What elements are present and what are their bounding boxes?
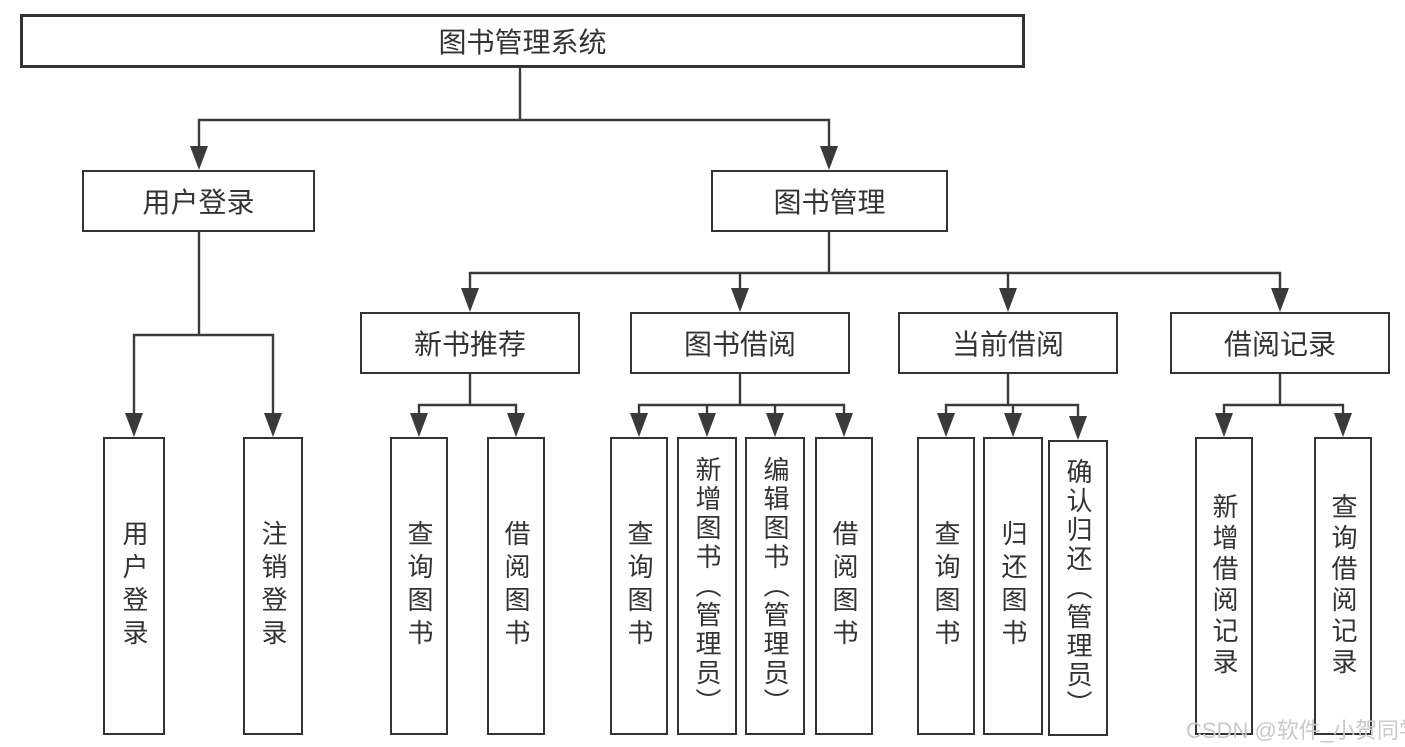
arrowhead xyxy=(461,288,479,312)
leaf-add-borrow-record: 新增借阅记录 xyxy=(1195,437,1253,735)
node-library-management-system: 图书管理系统 xyxy=(20,14,1025,68)
leaf-label: 归还图书 xyxy=(998,520,1028,652)
leaf-confirm-return-admin: 确认归还（管理员） xyxy=(1048,440,1108,736)
leaf-label: 查询图书 xyxy=(624,520,654,652)
arrowhead xyxy=(190,146,208,170)
leaf-query-books-current: 查询图书 xyxy=(917,437,975,735)
leaf-label: 注销登录 xyxy=(258,520,288,652)
node-label: 用户登录 xyxy=(142,187,255,218)
leaf-user-login: 用户登录 xyxy=(103,437,165,735)
arrowhead xyxy=(1271,288,1289,312)
leaf-label: 查询图书 xyxy=(931,520,961,652)
leaf-label: 查询图书 xyxy=(404,520,434,652)
leaf-label: 确认归还（管理员） xyxy=(1063,457,1093,719)
arrowhead xyxy=(698,413,716,437)
connector-book-management-children xyxy=(461,232,1289,312)
arrowhead xyxy=(630,413,648,437)
csdn-watermark: CSDN @软件_小贺同学 xyxy=(1186,718,1405,743)
node-label: 新书推荐 xyxy=(413,329,526,360)
arrowhead xyxy=(264,413,282,437)
node-user-login-module: 用户登录 xyxy=(82,170,315,232)
arrowhead xyxy=(835,413,853,437)
node-current-borrow: 当前借阅 xyxy=(898,312,1118,374)
leaf-query-books-recommend: 查询图书 xyxy=(390,437,448,735)
leaf-label: 借阅图书 xyxy=(501,520,531,652)
arrowhead xyxy=(410,413,428,437)
connector-new-book-recommend-children xyxy=(410,374,525,437)
arrowhead xyxy=(1215,413,1233,437)
leaf-label: 查询借阅记录 xyxy=(1328,493,1358,679)
node-borrow-record: 借阅记录 xyxy=(1170,312,1390,374)
node-book-borrow: 图书借阅 xyxy=(630,312,850,374)
leaf-logout: 注销登录 xyxy=(243,437,303,735)
leaf-add-book-admin: 新增图书（管理员） xyxy=(677,437,737,735)
arrowhead xyxy=(1004,413,1022,437)
leaf-label: 借阅图书 xyxy=(829,520,859,652)
node-new-book-recommend: 新书推荐 xyxy=(360,312,580,374)
arrowhead xyxy=(820,146,838,170)
leaf-edit-book-admin: 编辑图书（管理员） xyxy=(745,437,805,735)
connector-root-to-level2 xyxy=(190,68,838,170)
leaf-query-borrow-record: 查询借阅记录 xyxy=(1314,437,1372,735)
connector-user-login-children xyxy=(125,232,282,437)
leaf-query-books-borrow: 查询图书 xyxy=(610,437,668,735)
node-label: 图书管理系统 xyxy=(438,27,607,58)
arrowhead xyxy=(999,288,1017,312)
arrowhead xyxy=(731,288,749,312)
leaf-label: 新增借阅记录 xyxy=(1209,493,1239,679)
leaf-label: 用户登录 xyxy=(119,520,149,652)
arrowhead xyxy=(125,413,143,437)
arrowhead xyxy=(766,413,784,437)
node-book-management-module: 图书管理 xyxy=(711,170,948,232)
arrowhead xyxy=(1069,416,1087,440)
leaf-return-books: 归还图书 xyxy=(983,437,1043,735)
connector-book-borrow-children xyxy=(630,374,853,437)
node-label: 借阅记录 xyxy=(1223,329,1336,360)
arrowhead xyxy=(507,413,525,437)
leaf-borrow-books-recommend: 借阅图书 xyxy=(487,437,545,735)
connector-borrow-record-children xyxy=(1215,374,1352,437)
node-label: 当前借阅 xyxy=(951,329,1064,360)
connector-current-borrow-children xyxy=(937,374,1087,440)
leaf-label: 新增图书（管理员） xyxy=(692,455,722,717)
leaf-borrow-books: 借阅图书 xyxy=(815,437,873,735)
arrowhead xyxy=(1334,413,1352,437)
leaf-label: 编辑图书（管理员） xyxy=(760,455,790,717)
node-label: 图书管理 xyxy=(773,187,886,218)
node-label: 图书借阅 xyxy=(683,329,796,360)
arrowhead xyxy=(937,413,955,437)
